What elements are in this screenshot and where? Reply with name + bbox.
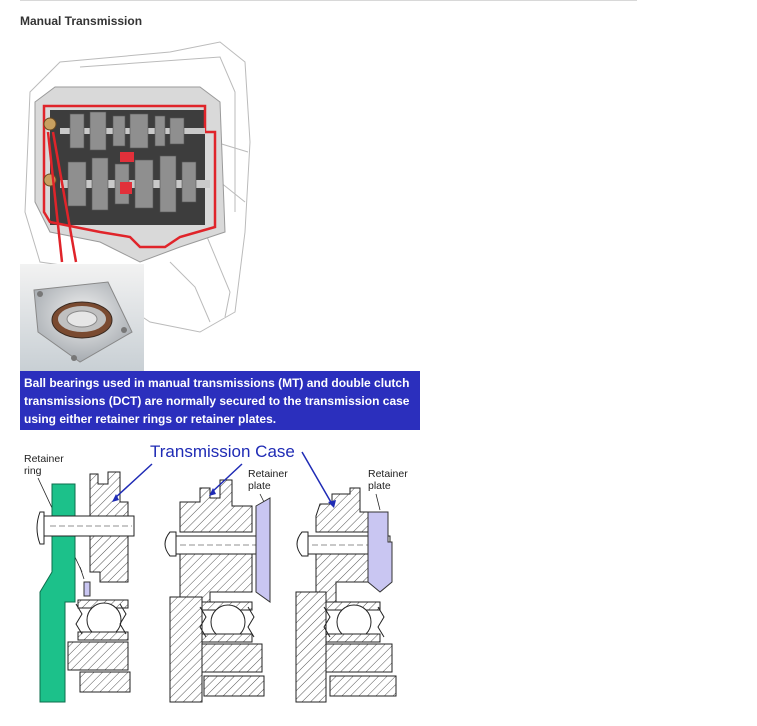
page-title: Manual Transmission bbox=[20, 14, 143, 28]
pointer-line-3 bbox=[301, 451, 333, 505]
case-section-2 bbox=[179, 479, 253, 533]
label-retainer-plate-a-line1: Retainer bbox=[248, 468, 288, 480]
label-retainer-plate-a-line2: plate bbox=[248, 480, 271, 492]
pointer-line-1 bbox=[114, 463, 153, 499]
label-retainer-plate-b-line2: plate bbox=[368, 480, 391, 492]
bearing-retention-diagram: Transmission Case Retainer ring Retainer… bbox=[24, 442, 408, 703]
diagram-heading: Transmission Case bbox=[150, 442, 295, 461]
pointer-line-2 bbox=[211, 463, 243, 493]
section-retainer-plate-b: Retainer plate bbox=[295, 468, 408, 703]
label-retainer-plate-b-line1: Retainer bbox=[368, 468, 408, 480]
retainer-plate-b-part bbox=[367, 511, 393, 593]
retainer-plate-a-part bbox=[255, 497, 271, 603]
gearbox-cutaway-illustration bbox=[20, 41, 251, 372]
case-section-3 bbox=[315, 487, 377, 533]
label-retainer-ring-line2: ring bbox=[24, 465, 42, 477]
figure-caption: Ball bearings used in manual transmissio… bbox=[20, 371, 420, 430]
section-retainer-ring: Retainer ring bbox=[24, 453, 135, 703]
red-sync-part bbox=[120, 152, 134, 162]
label-retainer-ring-line1: Retainer bbox=[24, 453, 64, 465]
bearing-photo bbox=[20, 264, 144, 372]
leader-line bbox=[46, 131, 64, 263]
section-retainer-plate-a: Retainer plate bbox=[164, 468, 288, 703]
bearing-upper bbox=[43, 117, 57, 131]
gear-set bbox=[67, 111, 197, 213]
top-divider bbox=[20, 0, 637, 1]
